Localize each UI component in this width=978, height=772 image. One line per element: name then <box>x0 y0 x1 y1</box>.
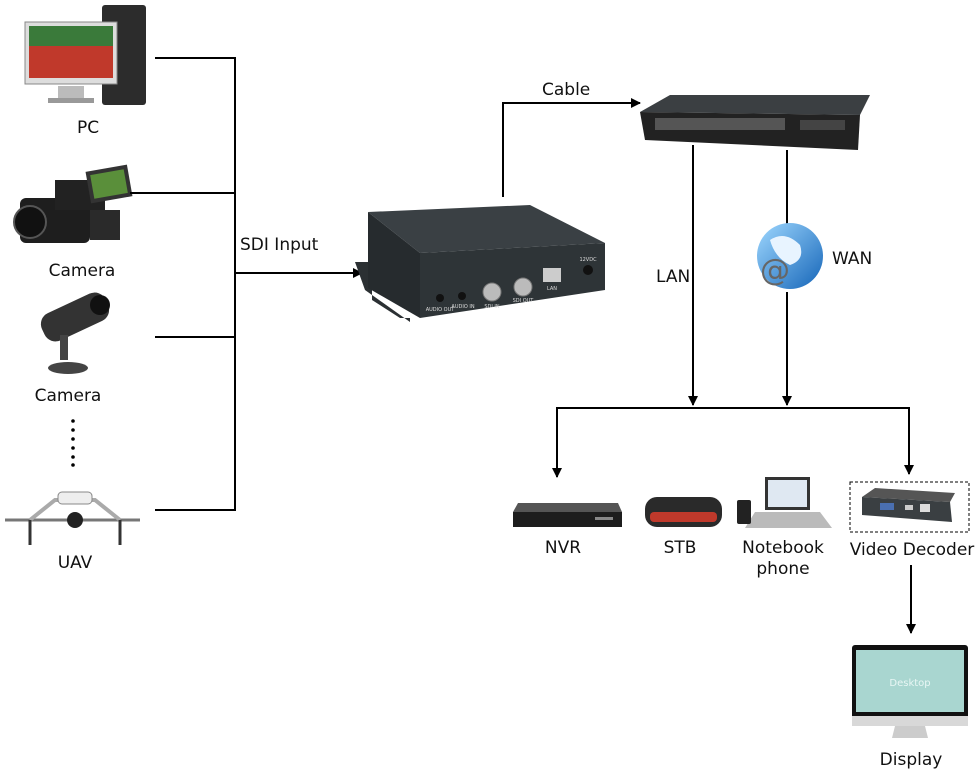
port-label-audio-out: AUDIO OUT <box>426 307 456 313</box>
camcorder-icon <box>13 164 133 243</box>
source-label-camera-2: Camera <box>35 386 102 406</box>
svg-text:@: @ <box>760 253 790 288</box>
more-sources-ellipsis <box>71 419 75 467</box>
monitor-icon <box>852 645 968 738</box>
cable-connector <box>502 98 641 197</box>
source-label-camera-1: Camera <box>49 261 116 281</box>
port-label-12vdc: 12VDC <box>579 257 597 263</box>
source-connector-lines <box>130 57 363 511</box>
lan-label: LAN <box>656 267 690 287</box>
source-label-uav: UAV <box>58 553 93 573</box>
cable-label: Cable <box>542 80 590 100</box>
dest-label-notebook: Notebook <box>742 538 824 558</box>
display-screen-text: Desktop <box>889 678 930 689</box>
dest-label-video-decoder: Video Decoder <box>850 540 975 560</box>
wan-label: WAN <box>832 249 872 269</box>
port-label-audio-in: AUDIO IN <box>451 304 474 310</box>
dest-label-nvr: NVR <box>545 538 581 558</box>
video-encoder-icon <box>355 205 605 322</box>
source-label-pc: PC <box>77 118 99 138</box>
video-decoder-icon <box>849 481 970 533</box>
port-label-sdi-in: SDI IN <box>484 304 500 310</box>
network-switch-icon <box>640 95 870 150</box>
set-top-box-icon <box>645 497 722 527</box>
display-label: Display <box>880 750 943 770</box>
pc-icon <box>24 5 146 105</box>
distribution-lines <box>552 407 914 478</box>
notebook-phone-icon <box>737 477 832 528</box>
sdi-input-label: SDI Input <box>240 235 319 255</box>
port-label-lan: LAN <box>547 286 557 292</box>
port-label-sdi-out: SDI OUT <box>513 298 535 304</box>
cctv-camera-icon <box>40 292 110 374</box>
nvr-icon <box>513 503 622 527</box>
dest-label-stb: STB <box>664 538 697 558</box>
dest-label-phone: phone <box>756 559 809 579</box>
drone-icon <box>5 491 140 545</box>
internet-globe-icon: @ <box>757 223 823 289</box>
